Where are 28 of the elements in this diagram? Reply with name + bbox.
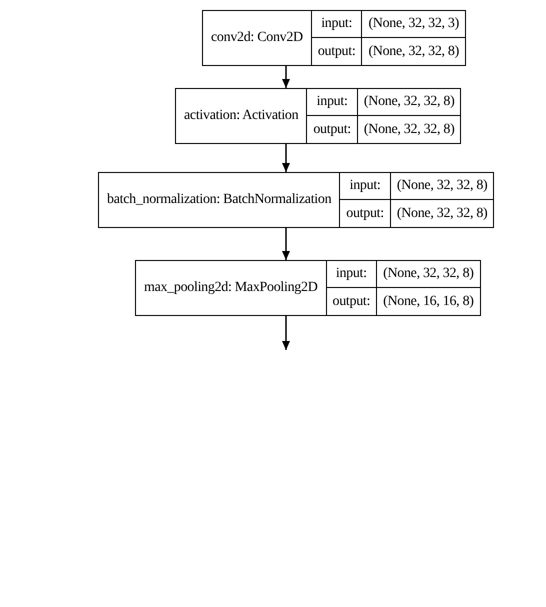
port-label: output: (340, 200, 391, 227)
shape-value: (None, 32, 32, 8) (396, 204, 488, 222)
layer-box (202, 10, 466, 66)
shape-value: (None, 32, 32, 8) (367, 42, 460, 60)
layer-name: max_pooling2d: MaxPooling2D (136, 261, 327, 315)
shape-value: (None, 32, 32, 8) (390, 173, 494, 200)
shape-value: (None, 32, 32, 8) (358, 89, 460, 116)
port-label: input: (307, 89, 358, 116)
port-label: output: (312, 38, 362, 65)
shape-value: (None, 32, 32, 8) (362, 120, 456, 138)
layer-name: conv2d: Conv2D (203, 11, 312, 65)
arrow (282, 66, 290, 88)
layer-box (135, 260, 481, 316)
port-label: input: (312, 11, 362, 38)
arrow (282, 228, 290, 260)
port-label: output: (326, 288, 378, 315)
arrow (282, 316, 290, 350)
shape-value: (None, 32, 32, 8) (377, 261, 480, 288)
shape-value: (None, 16, 16, 8) (382, 292, 475, 310)
layer-name: activation: Activation (176, 89, 308, 143)
port-label: output: (307, 116, 358, 143)
layer-name: batch_normalization: BatchNormalization (99, 173, 340, 227)
layer-box (98, 172, 494, 228)
port-label: input: (326, 261, 378, 288)
port-label: input: (340, 173, 391, 200)
shape-value: (None, 32, 32, 3) (362, 11, 465, 38)
layer-box (175, 88, 462, 144)
arrow (282, 144, 290, 172)
